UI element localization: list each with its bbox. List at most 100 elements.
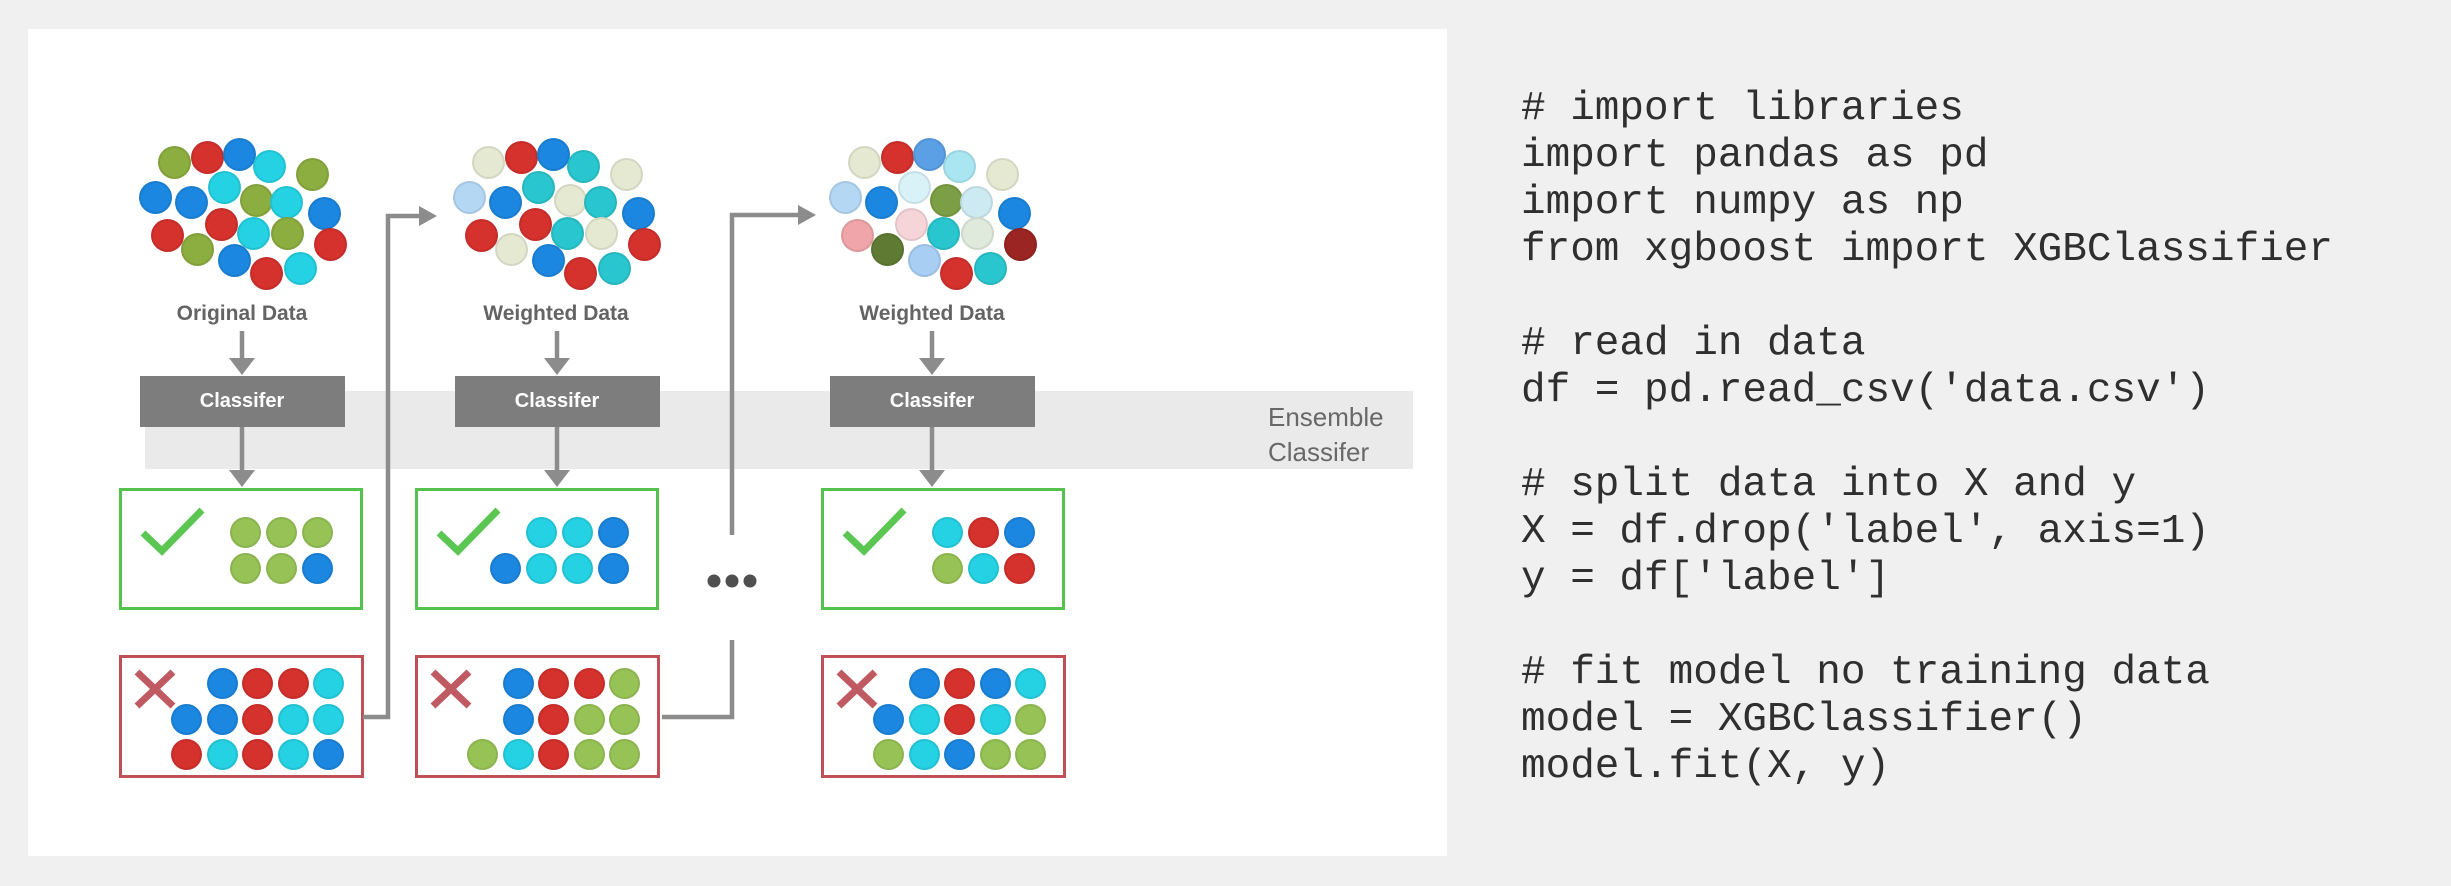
cluster-3-dot	[985, 157, 1019, 191]
cluster-1-dot	[157, 145, 191, 179]
cluster-1-dot	[207, 170, 241, 204]
cluster-2-dot	[521, 170, 555, 204]
check-box-1-dot	[229, 552, 261, 584]
cluster-label-2: Weighted Data	[483, 302, 629, 325]
cross-box-2-dot	[538, 738, 569, 770]
check-box-3-dot	[931, 516, 963, 548]
cluster-2-dot	[597, 251, 631, 285]
cluster-1-dot	[283, 251, 317, 285]
cluster-1-dot	[270, 216, 304, 250]
check-box-1	[119, 488, 363, 610]
check-box-2-dot	[489, 552, 521, 584]
cluster-2-dot	[494, 232, 528, 266]
cross-box-2-dot	[503, 703, 534, 735]
cross-box-2-dot	[538, 667, 569, 699]
cross-box-2-dot	[503, 667, 534, 699]
cross-box-3-dot	[1015, 738, 1046, 770]
cluster-3-dot	[840, 218, 874, 252]
check-box-1-dot	[301, 552, 333, 584]
code-snippet: # import libraries import pandas as pd i…	[1521, 86, 2333, 790]
classifier-box-2: Classifer	[454, 376, 660, 427]
cluster-1-dot	[252, 149, 286, 183]
cross-box-2-dot	[609, 738, 640, 770]
cluster-2-dot	[621, 196, 655, 230]
cluster-2-dot	[609, 157, 643, 191]
cluster-3-dot	[973, 251, 1007, 285]
cross-icon	[134, 669, 175, 709]
cluster-1-dot	[204, 207, 238, 241]
cluster-1-dot	[236, 216, 270, 250]
classifier-box-3: Classifer	[829, 376, 1035, 427]
cluster-3-dot	[960, 216, 994, 250]
cluster-2-dot	[536, 137, 570, 171]
cluster-1-dot	[180, 232, 214, 266]
cluster-2-dot	[504, 140, 538, 174]
cross-box-3-dot	[1015, 703, 1046, 735]
cluster-3-dot	[959, 185, 993, 219]
cluster-label-1: Original Data	[176, 302, 308, 325]
cross-box-2-dot	[467, 738, 498, 770]
cluster-2-dot	[488, 185, 522, 219]
cluster-1-dot	[217, 243, 251, 277]
cross-box-3-dot	[909, 667, 940, 699]
check-box-2-dot	[561, 516, 593, 548]
ensemble-label-line2: Classifer	[1268, 437, 1370, 467]
cross-box-3-dot	[944, 703, 975, 735]
cluster-1-dot	[190, 140, 224, 174]
check-box-1-dot	[265, 516, 297, 548]
cluster-3-dot	[926, 216, 960, 250]
cluster-2-dot	[627, 227, 661, 261]
cluster-3-dot	[828, 180, 862, 214]
cluster-1-dot	[174, 185, 208, 219]
cross-box-1-dot	[278, 738, 309, 770]
cross-box-3-dot	[1015, 667, 1046, 699]
cross-box-3-dot	[909, 738, 940, 770]
check-box-2-dot	[561, 552, 593, 584]
cluster-3-dot	[942, 149, 976, 183]
cluster-2-dot	[550, 216, 584, 250]
cluster-2-dot	[583, 185, 617, 219]
cross-box-1-dot	[207, 703, 238, 735]
cluster-3-dot	[880, 140, 914, 174]
cross-box-2-dot	[538, 703, 569, 735]
cluster-3-dot	[894, 207, 928, 241]
cluster-3-dot	[907, 243, 941, 277]
check-box-2-dot	[597, 552, 629, 584]
cluster-3-dot	[897, 170, 931, 204]
cluster-1-dot	[222, 137, 256, 171]
cross-box-1-dot	[278, 703, 309, 735]
cluster-1-dot	[269, 185, 303, 219]
cluster-2-dot	[563, 256, 597, 290]
cross-icon	[430, 669, 471, 709]
cross-box-3-dot	[980, 667, 1011, 699]
check-box-2-dot	[525, 552, 557, 584]
cluster-2-dot	[518, 207, 552, 241]
cluster-2-dot	[464, 218, 498, 252]
cluster-3-dot	[939, 256, 973, 290]
check-box-2	[415, 488, 659, 610]
check-box-1-dot	[301, 516, 333, 548]
cross-box-1-dot	[313, 667, 344, 699]
cross-box-1-dot	[278, 667, 309, 699]
ensemble-label-line1: Ensemble	[1268, 402, 1384, 432]
check-box-3-dot	[1003, 516, 1035, 548]
cluster-1-dot	[150, 218, 184, 252]
cross-box-1-dot	[207, 667, 238, 699]
check-box-1-dot	[229, 516, 261, 548]
ensemble-classifier-label: Ensemble Classifer	[1268, 400, 1384, 470]
cross-box-3-dot	[944, 738, 975, 770]
check-box-3-dot	[967, 516, 999, 548]
cross-box-2-dot	[574, 703, 605, 735]
check-icon	[842, 507, 907, 556]
check-box-1-dot	[265, 552, 297, 584]
cluster-2-dot	[452, 180, 486, 214]
cross-box-1-dot	[171, 738, 202, 770]
cluster-2-dot	[531, 243, 565, 277]
cross-box-2-dot	[503, 738, 534, 770]
cluster-3-dot	[847, 145, 881, 179]
cross-box-2-dot	[609, 667, 640, 699]
cluster-3-dot	[929, 183, 963, 217]
classifier-box-1: Classifer	[139, 376, 345, 427]
